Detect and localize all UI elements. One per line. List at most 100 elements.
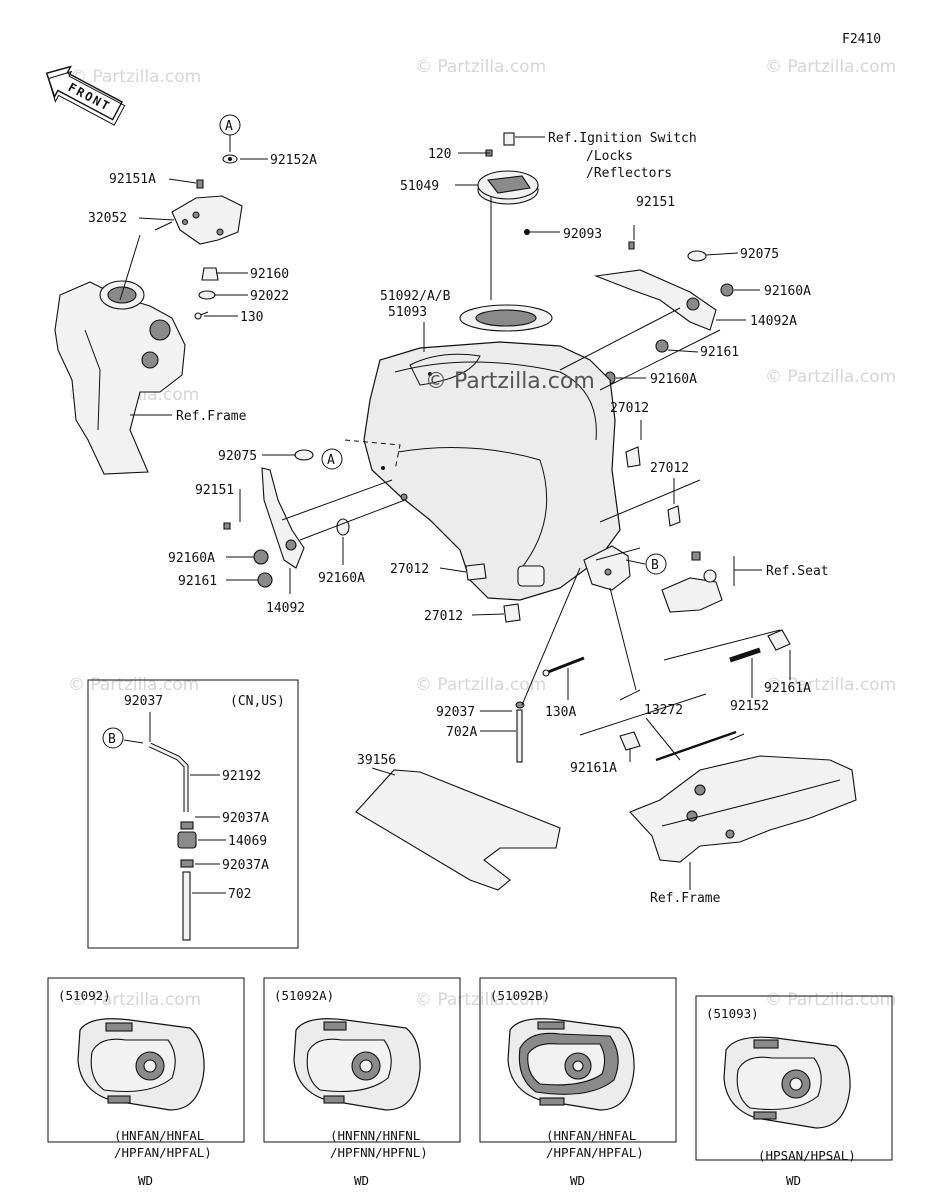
watermark: © Partzilla.com [415, 990, 546, 1010]
label-92037-mid: 92037 [436, 705, 475, 720]
label-ref-frame-left: Ref.Frame [176, 409, 247, 424]
hose-box-market: (CN,US) [230, 694, 285, 709]
hose-item-92192: 92192 [222, 769, 261, 784]
label-32052: 32052 [88, 211, 127, 226]
fuel-cap-part [477, 132, 539, 235]
seat-lock-part [583, 545, 723, 613]
label-702A: 702A [446, 725, 477, 740]
bracket-32052-part [171, 195, 243, 245]
label-39156: 39156 [357, 753, 396, 768]
label-14092A: 14092A [750, 314, 797, 329]
hose-item-92037A-2: 92037A [222, 858, 269, 873]
label-92161-left: 92161 [178, 574, 217, 589]
label-51093: 51093 [388, 305, 427, 320]
label-27012-b: 27012 [650, 461, 689, 476]
label-92093: 92093 [563, 227, 602, 242]
hose-item-14069: 14069 [228, 834, 267, 849]
mat-39156-part [355, 769, 561, 891]
hose-item-92037: 92037 [124, 694, 163, 709]
dashed-link [344, 439, 401, 471]
label-92160: 92160 [250, 267, 289, 282]
label-27012-d: 27012 [424, 609, 463, 624]
hose-item-702: 702 [228, 887, 251, 902]
label-14092: 14092 [266, 601, 305, 616]
label-ref-ignition-3: /Reflectors [586, 166, 672, 181]
variant-code: (51092A) [274, 988, 334, 1003]
label-51092-a-b: 51092/A/B [380, 289, 451, 304]
watermark: © Partzilla.com [765, 367, 896, 387]
variant-models-1: (HNFNN/HNFNL [330, 1128, 420, 1143]
variant-panel-51093: (51093) (HPSAN/HPSAL) WD [695, 995, 893, 1188]
label-13272: 13272 [644, 703, 683, 718]
frame-right-part [629, 755, 857, 863]
watermark: © Partzilla.com [765, 675, 896, 695]
callouts: A A B [219, 114, 667, 575]
label-92161-right: 92161 [700, 345, 739, 360]
frame-left-part [54, 280, 186, 475]
variant-market: WD [570, 1173, 585, 1188]
part-labels: 92152A 92151A 32052 92160 92022 130 Ref.… [88, 131, 829, 906]
leader-lines [119, 136, 791, 890]
watermark: © Partzilla.com [70, 67, 201, 87]
label-92160A-right: 92160A [764, 284, 811, 299]
label-92160A-left2: 92160A [318, 571, 365, 586]
variant-models-2: /HPFNN/HPFNL) [330, 1145, 428, 1160]
variant-panel-51092A: (51092A) (HNFNN/HNFNL /HPFNN/HPFNL) WD [263, 977, 461, 1188]
label-120: 120 [428, 147, 451, 162]
label-92151-left: 92151 [195, 483, 234, 498]
label-130: 130 [240, 310, 263, 325]
watermark: © Partzilla.com [415, 675, 546, 695]
variant-models-1: (HNFAN/HNFAL [546, 1128, 636, 1143]
variant-market: WD [786, 1173, 801, 1188]
variant-panel-51092: (51092) (HNFAN/HNFAL /HPFAN/HPFAL) WD [47, 977, 245, 1188]
watermark: © Partzilla.com [70, 990, 201, 1010]
label-130A: 130A [545, 705, 576, 720]
variant-panel-51092B: (51092B) (HNFAN/HNFAL /HPFAN/HPFAL) WD [479, 977, 677, 1188]
label-92022: 92022 [250, 289, 289, 304]
label-92151: 92151 [636, 195, 675, 210]
pads-27012-group [465, 446, 681, 623]
variant-code: (51092B) [490, 988, 550, 1003]
label-92075-right: 92075 [740, 247, 779, 262]
hose-item-92037A: 92037A [222, 811, 269, 826]
callout-a-tank: A [327, 453, 335, 468]
center-watermark: © Partzilla.com [425, 369, 595, 394]
watermark: © Partzilla.com [415, 57, 546, 77]
label-ref-ignition-1: Ref.Ignition Switch [548, 131, 697, 146]
label-27012-a: 27012 [610, 401, 649, 416]
label-ref-frame-right: Ref.Frame [650, 891, 721, 906]
label-92161A-bot: 92161A [570, 761, 617, 776]
callout-a-top: A [225, 119, 233, 134]
bolt-130A-part [515, 656, 585, 763]
label-27012-c: 27012 [390, 562, 429, 577]
label-92075-left: 92075 [218, 449, 257, 464]
label-92151A: 92151A [109, 172, 156, 187]
variant-models-2: /HPFAN/HPFAL) [546, 1145, 644, 1160]
variant-market: WD [138, 1173, 153, 1188]
fuel-tank-part: © Partzilla.com [363, 304, 621, 601]
hose-box: (CN,US) B 92037 92192 92037A 14069 92037… [87, 679, 299, 949]
bracket-14092A-part [593, 241, 734, 385]
label-92160A-left: 92160A [168, 551, 215, 566]
label-ref-seat: Ref.Seat [766, 564, 829, 579]
figure-code: F2410 [842, 32, 881, 47]
variant-market: WD [354, 1173, 369, 1188]
variant-code: (51092) [58, 988, 111, 1003]
watermark: © Partzilla.com [765, 57, 896, 77]
label-92152A: 92152A [270, 153, 317, 168]
rubbers-right-group [619, 629, 791, 762]
label-ref-ignition-2: /Locks [586, 149, 633, 164]
label-92160A-mid: 92160A [650, 372, 697, 387]
callout-b-hose: B [108, 732, 116, 747]
variant-models-1: (HNFAN/HNFAL [114, 1128, 204, 1143]
label-92161A-top: 92161A [764, 681, 811, 696]
label-92152: 92152 [730, 699, 769, 714]
watermark: © Partzilla.com [765, 990, 896, 1010]
variant-models-2: /HPFAN/HPFAL) [114, 1145, 212, 1160]
callout-b-tank: B [651, 558, 659, 573]
label-51049: 51049 [400, 179, 439, 194]
fasteners-left-group [194, 154, 238, 320]
variant-models-1: (HPSAN/HPSAL) [758, 1148, 856, 1163]
variant-code: (51093) [706, 1006, 759, 1021]
